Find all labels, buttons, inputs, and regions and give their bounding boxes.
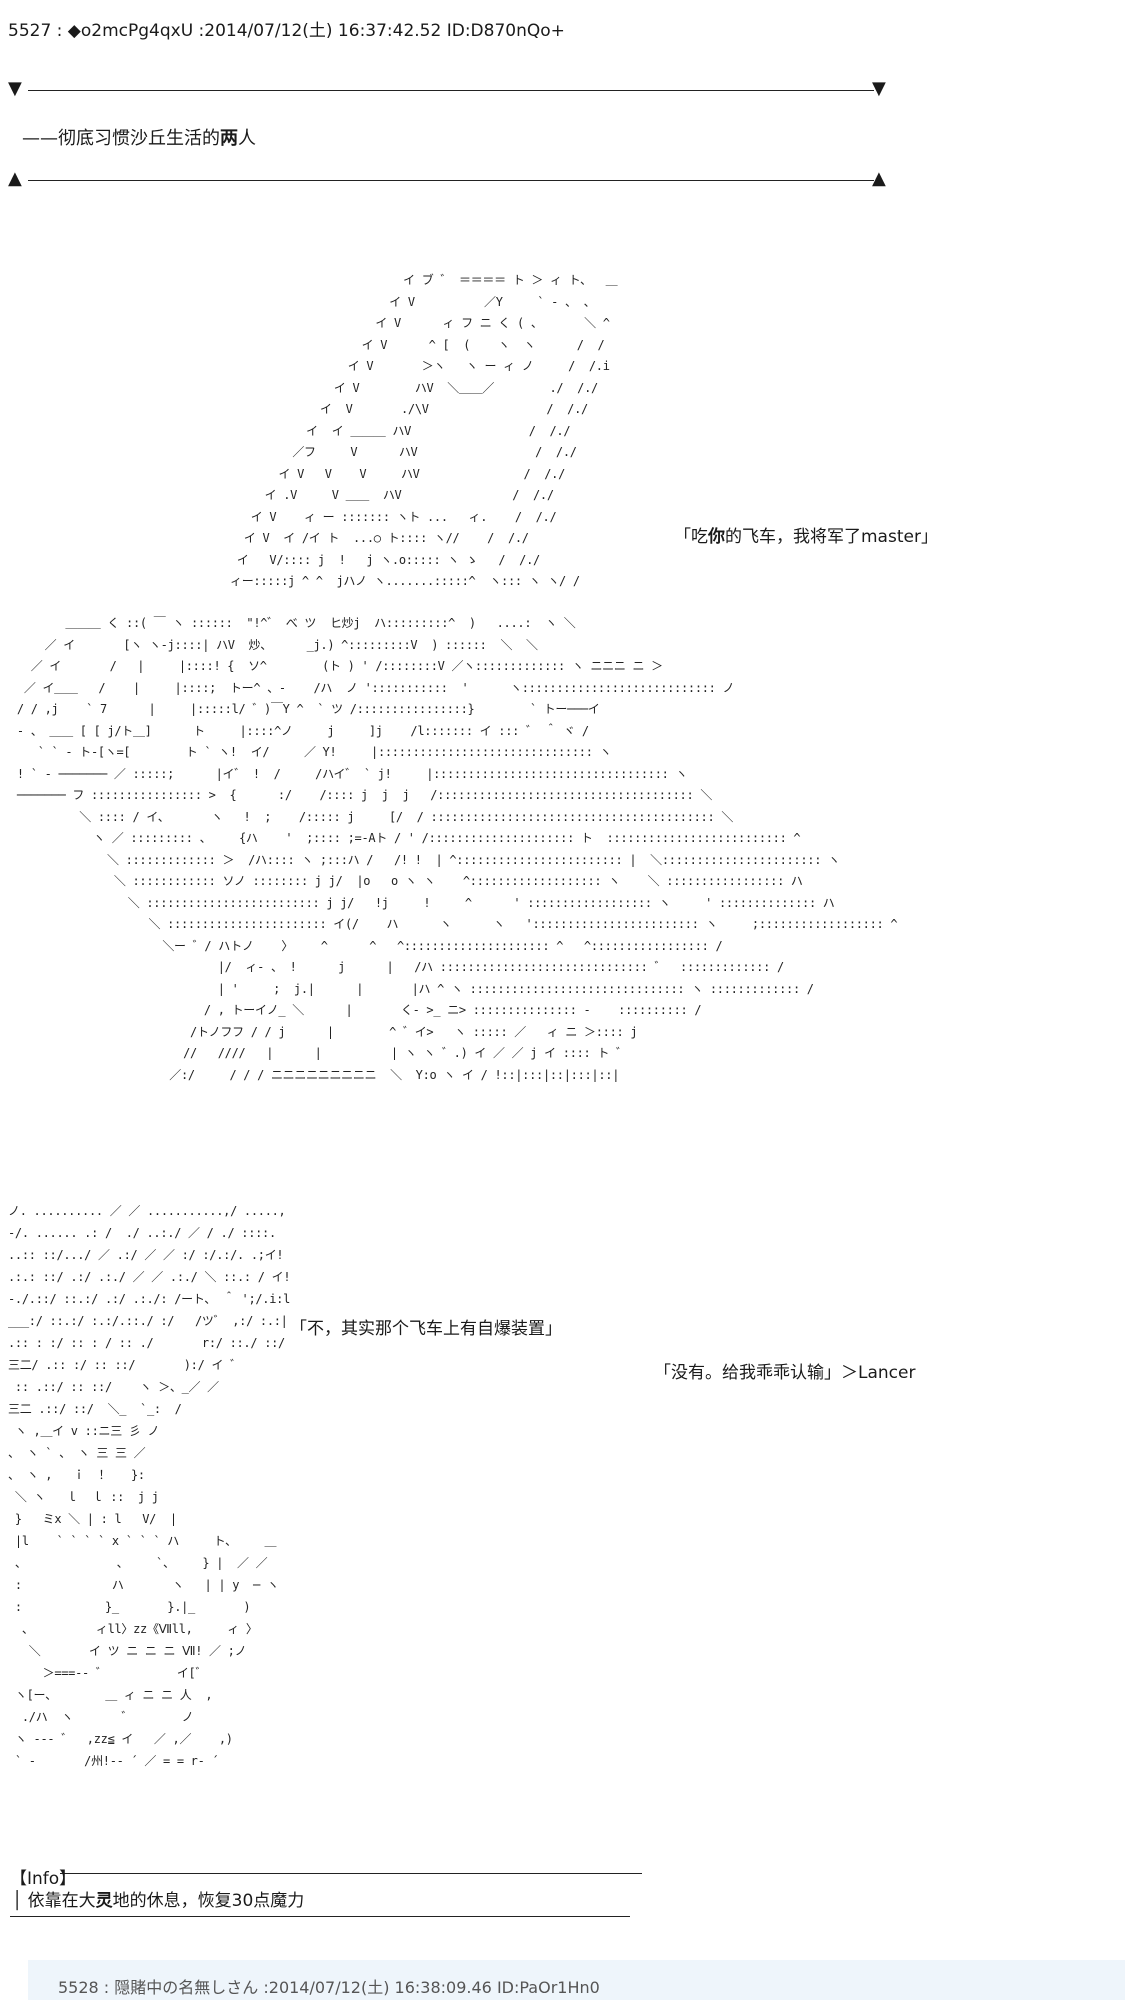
dialog-line-1-pre: 「吃 bbox=[674, 527, 708, 547]
arrow-up-left-icon: ▲ bbox=[8, 168, 22, 189]
info-text-bold: 灵 bbox=[95, 1891, 113, 1911]
ascii-art-vehicle-top: イ ブ ゛ ＝＝＝＝ ト ＞ ィ ト、 ＿ イ V ／Y ` ‐ 、 、 イ V… bbox=[230, 273, 618, 588]
banner-top-rule bbox=[28, 90, 874, 91]
arrow-down-left-icon: ▼ bbox=[8, 78, 22, 99]
ascii-art-character: ノ. .......... ／ ／ ...........,/ ....., -… bbox=[8, 1204, 291, 1768]
post-header: 5527 : ◆o2mcPg4qxU :2014/07/12(土) 16:37:… bbox=[8, 21, 565, 41]
info-text: │ 依靠在大灵地的休息，恢复30点魔力 bbox=[12, 1886, 304, 1911]
caption-post: 人 bbox=[238, 128, 256, 149]
scene-caption: ——彻底习惯沙丘生活的两人 bbox=[22, 124, 256, 150]
arrow-down-right-icon: ▼ bbox=[872, 78, 886, 99]
info-bottom-rule bbox=[10, 1916, 630, 1917]
caption-bold: 两 bbox=[220, 128, 238, 149]
banner-bottom-rule bbox=[28, 180, 874, 181]
next-post-header: 5528 : 隠賭中の名無しさん :2014/07/12(土) 16:38:09… bbox=[58, 1978, 600, 1997]
dialog-line-1-post: 的飞车，我将军了master」 bbox=[725, 527, 938, 547]
info-text-post: 地的休息，恢复30点魔力 bbox=[112, 1891, 305, 1911]
dialog-line-1: 「吃你的飞车，我将军了master」 bbox=[674, 522, 938, 547]
dialog-line-2: 「不，其实那个飞车上有自爆装置」 bbox=[290, 1319, 562, 1339]
caption-pre: ——彻底习惯沙丘生活的 bbox=[22, 128, 220, 149]
info-text-pre: │ 依靠在大 bbox=[12, 1891, 96, 1911]
dialog-line-1-bold: 你 bbox=[708, 527, 725, 547]
dialog-line-3: 「没有。给我乖乖认输」＞Lancer bbox=[654, 1363, 916, 1383]
info-label: 【Info】 bbox=[10, 1869, 77, 1889]
next-post: 5528 : 隠賭中の名無しさん :2014/07/12(土) 16:38:09… bbox=[28, 1960, 1125, 2000]
info-top-rule bbox=[60, 1873, 642, 1874]
arrow-up-right-icon: ▲ bbox=[872, 168, 886, 189]
ascii-art-vehicle-bottom: ＿＿＿ く ::( ￣ ヽ :::::: "!^゛ べ ツ ヒ炒j ハ:::::… bbox=[16, 616, 898, 1082]
